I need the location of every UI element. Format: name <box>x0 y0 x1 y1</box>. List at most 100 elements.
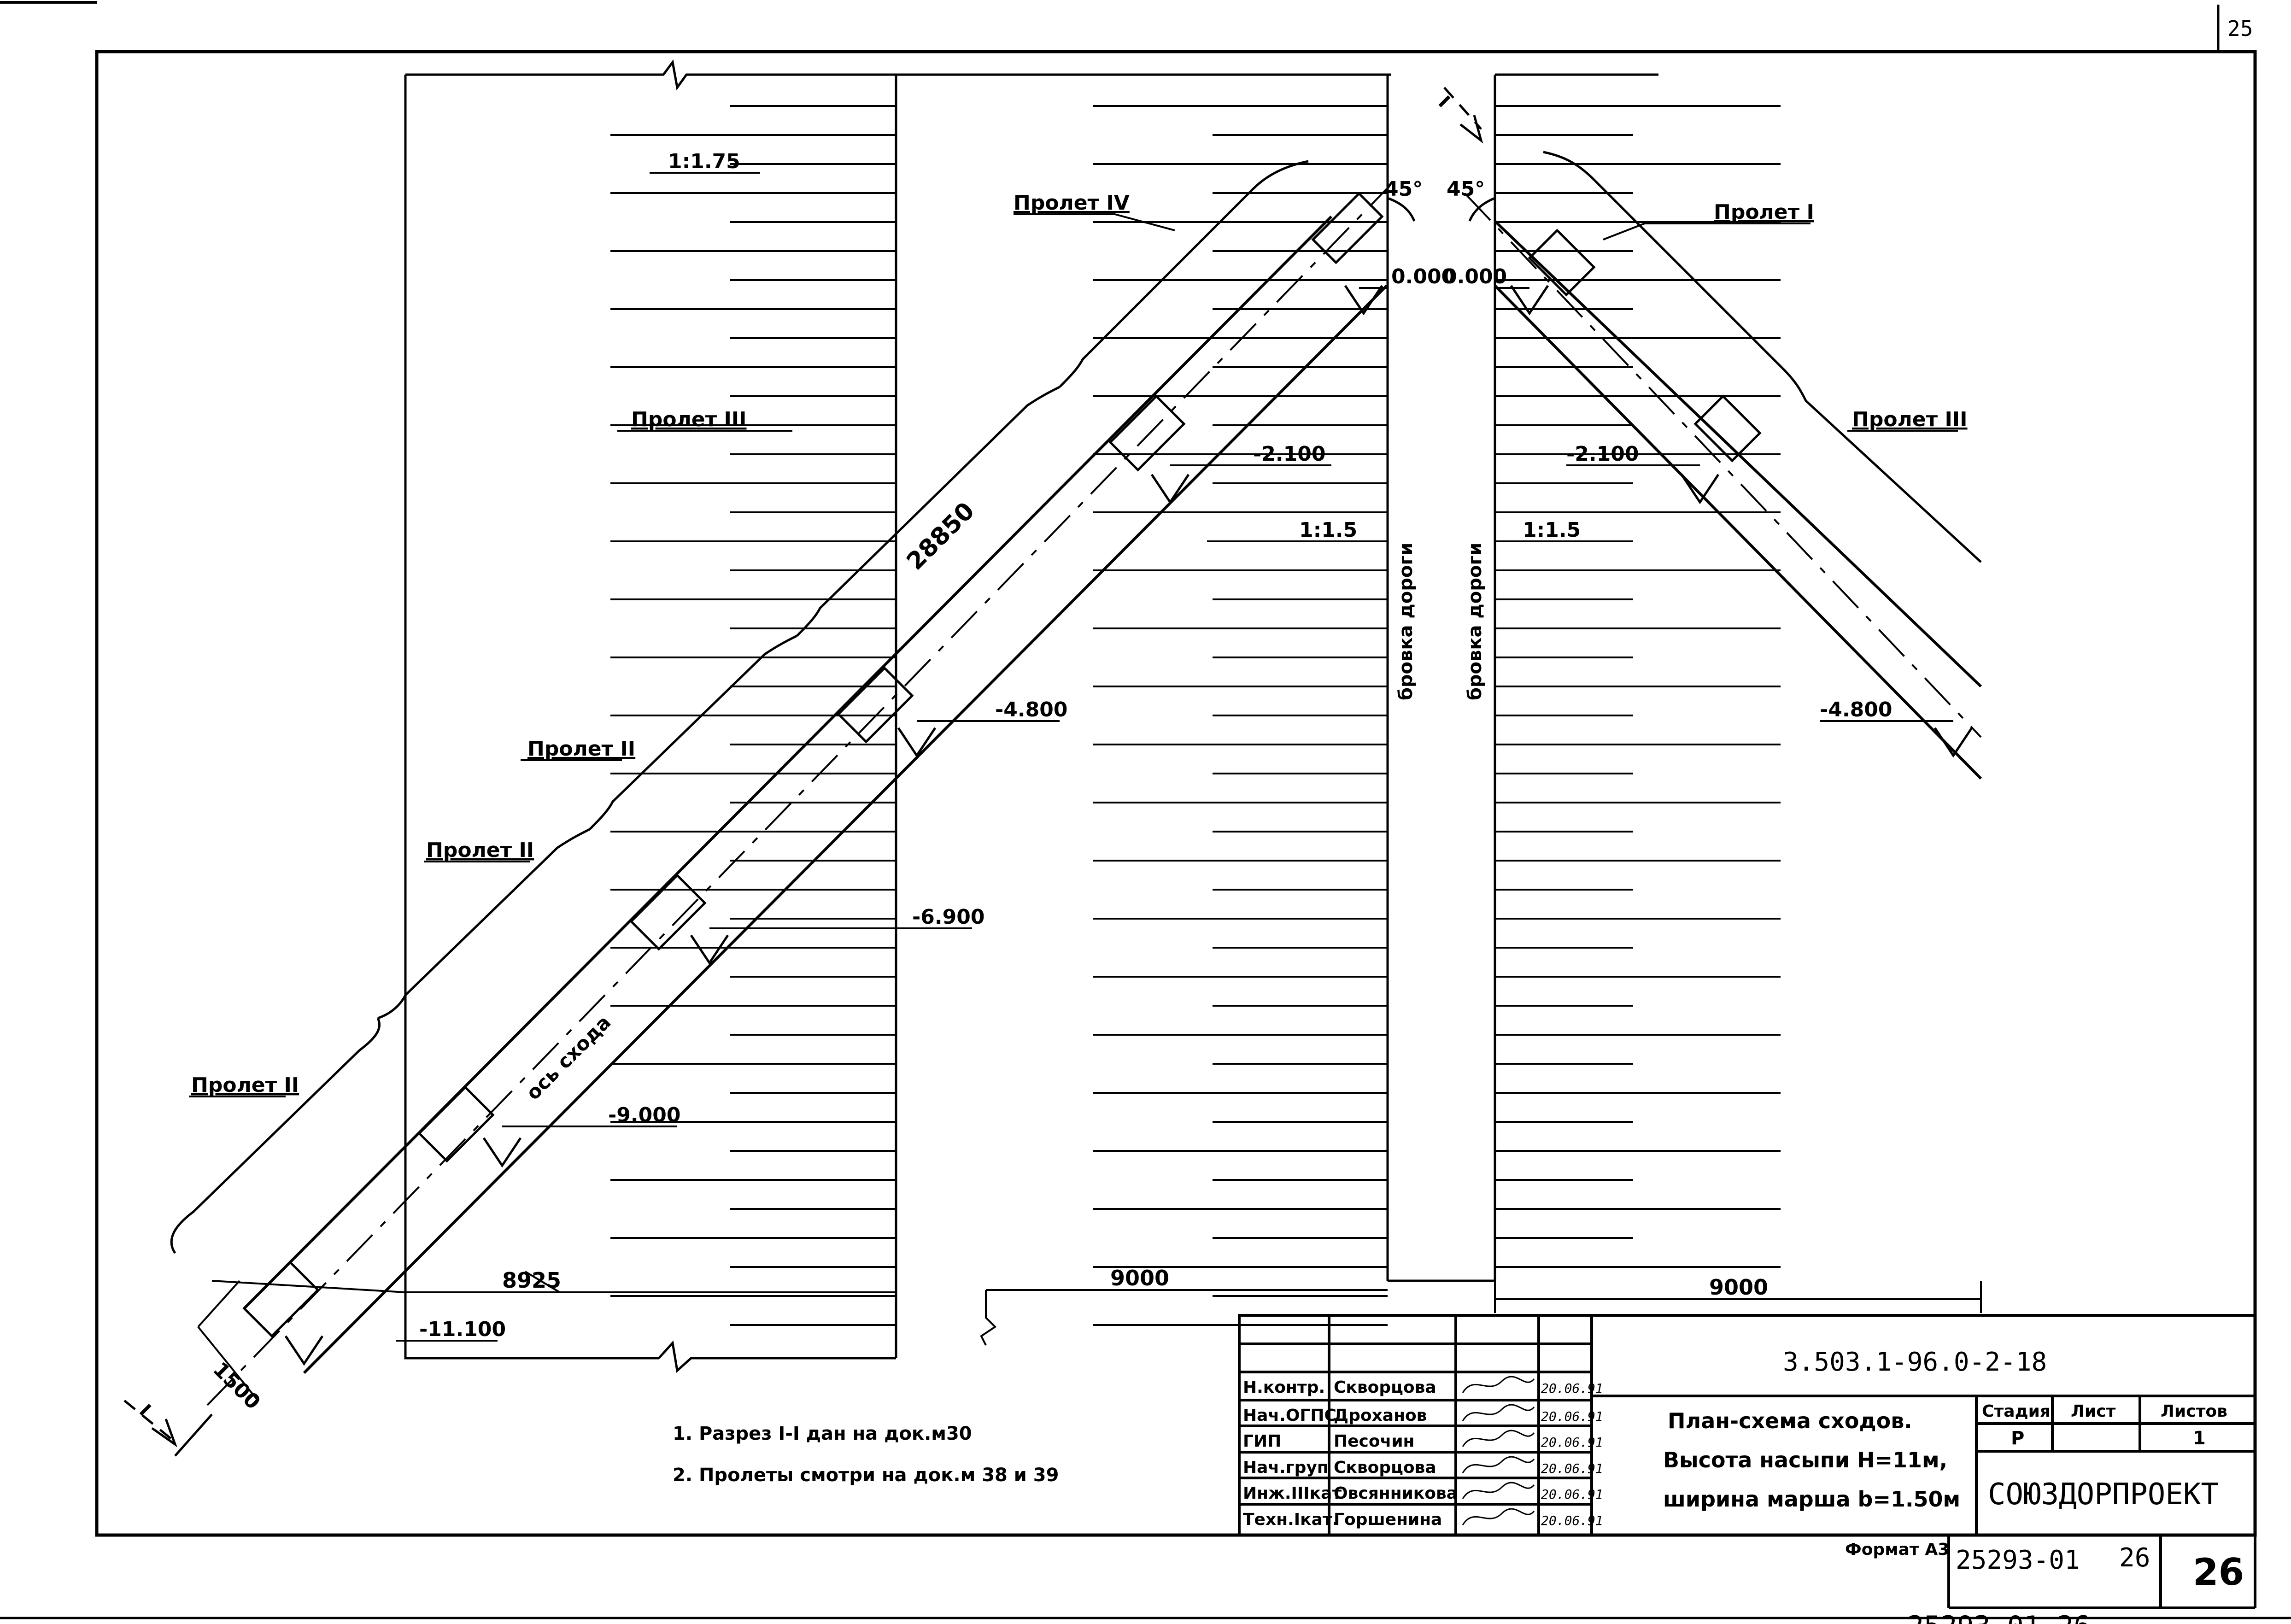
slope-left: 1:1.5 <box>1299 518 1357 542</box>
level-4: -9.000 <box>608 1103 680 1127</box>
val-sheets: 1 <box>2193 1428 2206 1449</box>
signature-role: ГИП <box>1243 1432 1281 1451</box>
embankment-outline <box>404 59 1658 1373</box>
road-edge-right: бровка дороги <box>1465 543 1486 700</box>
span-leaders <box>189 213 1958 1097</box>
span-ii-c: Пролет II <box>191 1073 299 1097</box>
signature-row: Н.контр. Скворцова 20.06.91 <box>1243 1376 1603 1397</box>
notes: 1. Разрез I-I дан на док.м30 2. Пролеты … <box>673 1423 1059 1486</box>
slope-leaders <box>650 172 1631 542</box>
angle-left: 45° <box>1384 177 1423 201</box>
dim-bottom-right: 9000 <box>1709 1275 1768 1300</box>
signature-row: ГИП Песочин 20.06.91 <box>1243 1430 1603 1451</box>
span-iv: Пролет IV <box>1014 191 1130 215</box>
length-diag: 28850 <box>902 497 980 575</box>
level-5: -11.100 <box>419 1318 506 1341</box>
signature-date: 20.06.91 <box>1541 1409 1603 1424</box>
format-label: Формат А3 <box>1845 1540 1949 1559</box>
page-number: 26 <box>2193 1551 2244 1594</box>
dimension-lines <box>197 1271 1982 1401</box>
span-iii-right: Пролет III <box>1852 408 1968 431</box>
landings-left <box>242 192 1384 1338</box>
signature-role: Нач.ОГПС <box>1243 1406 1336 1425</box>
signature-name: Овсянникова <box>1334 1484 1458 1503</box>
level-1-right: -2.100 <box>1566 442 1639 466</box>
level-0-left: 0.000 <box>1391 265 1455 288</box>
signature-scribble <box>1462 1376 1535 1393</box>
title-line-2: Высота насыпи Н=11м, <box>1663 1448 1947 1472</box>
span-ii-b: Пролет II <box>426 838 534 862</box>
span-braces-right <box>1543 151 1982 563</box>
landings-right <box>1528 229 1762 463</box>
level-leaders <box>396 287 1953 1342</box>
signature-date: 20.06.91 <box>1541 1487 1603 1502</box>
slope-hatching-left <box>610 105 896 1326</box>
signature-name: Скворцова <box>1334 1378 1436 1397</box>
signature-date: 20.06.91 <box>1541 1381 1603 1396</box>
width-stair: 1500 <box>208 1358 265 1414</box>
title-block-text: 3.503.1-96.0-2-18 План-схема сходов. Выс… <box>1663 1347 2244 1624</box>
col-sheet: Лист <box>2071 1402 2115 1421</box>
title-block <box>1238 1314 2256 1608</box>
note-2: 2. Пролеты смотри на док.м 38 и 39 <box>673 1465 1059 1486</box>
signature-name: Горшенина <box>1334 1510 1442 1529</box>
signature-name: Песочин <box>1334 1432 1414 1451</box>
signature-date: 20.06.91 <box>1541 1461 1603 1476</box>
slope-hatching-mid <box>1093 105 1388 1326</box>
road-edge-left: бровка дороги <box>1395 543 1417 700</box>
title-line-1: План-схема сходов. <box>1668 1408 1912 1433</box>
top-number: 25 <box>2227 16 2253 41</box>
angle-marks <box>1387 87 1495 222</box>
note-1: 1. Разрез I-I дан на док.м30 <box>673 1423 972 1444</box>
section-arrow-bottom <box>123 1400 213 1457</box>
level-2-right: -4.800 <box>1820 698 1892 721</box>
level-arrows <box>284 285 1973 1366</box>
slope-right: 1:1.5 <box>1523 518 1581 542</box>
signature-date: 20.06.91 <box>1541 1435 1603 1450</box>
span-ii-a: Пролет II <box>527 737 635 761</box>
stair-right <box>1464 193 1982 780</box>
signature-role: Нач.груп <box>1243 1458 1329 1477</box>
signature-scribble <box>1462 1430 1535 1447</box>
signature-name: Дроханов <box>1334 1406 1427 1425</box>
signature-name: Скворцова <box>1334 1458 1436 1477</box>
signature-scribble <box>1462 1404 1535 1421</box>
organization: СОЮЗДОРПРОЕКТ <box>1988 1477 2219 1512</box>
stair-axis-label: ось схода <box>521 1011 615 1104</box>
signature-scribble <box>1462 1508 1535 1525</box>
col-stage: Стадия <box>1982 1402 2051 1421</box>
section-mark-top: I <box>1434 92 1454 112</box>
level-3: -6.900 <box>912 905 984 929</box>
title-line-3: ширина марша b=1.50м <box>1663 1487 1960 1512</box>
signature-role: Н.контр. <box>1243 1378 1325 1397</box>
signature-scribble <box>1462 1482 1535 1499</box>
signature-date: 20.06.91 <box>1541 1513 1603 1528</box>
dim-bottom-mid: 9000 <box>1110 1266 1169 1290</box>
signature-scribble <box>1462 1456 1535 1473</box>
signature-role: Техн.Iкат. <box>1243 1510 1338 1529</box>
level-2-left: -4.800 <box>995 698 1067 721</box>
col-sheets: Листов <box>2161 1402 2227 1421</box>
level-0-right: 0.000 <box>1443 265 1507 288</box>
archive-number: 25293-01 <box>1956 1545 2080 1575</box>
stair-left <box>206 188 1388 1406</box>
span-i: Пролет I <box>1714 200 1814 224</box>
signature-row: Техн.Iкат.Горшенина 20.06.91 <box>1243 1508 1603 1529</box>
signature-role: Инж.IIIкат <box>1243 1484 1342 1503</box>
drawing-frame <box>95 50 2257 1537</box>
span-iii-left: Пролет III <box>631 408 747 431</box>
signature-row: Нач.груп Скворцова 20.06.91 <box>1243 1456 1603 1477</box>
dim-bottom-left: 8925 <box>502 1268 561 1293</box>
span-braces-left <box>170 160 1309 1254</box>
bottom-scrawl: 25293-01 26 <box>1907 1610 2090 1624</box>
drawing-labels: 1:1.75 1:1.5 1:1.5 45° 45° 0.000 0.000 -… <box>135 92 1968 1420</box>
slope-hatching-right <box>1495 105 1781 1268</box>
archive-sheet: 26 <box>2119 1543 2150 1573</box>
slope-top: 1:1.75 <box>668 150 740 173</box>
doc-code: 3.503.1-96.0-2-18 <box>1783 1347 2047 1377</box>
angle-right: 45° <box>1447 177 1485 201</box>
